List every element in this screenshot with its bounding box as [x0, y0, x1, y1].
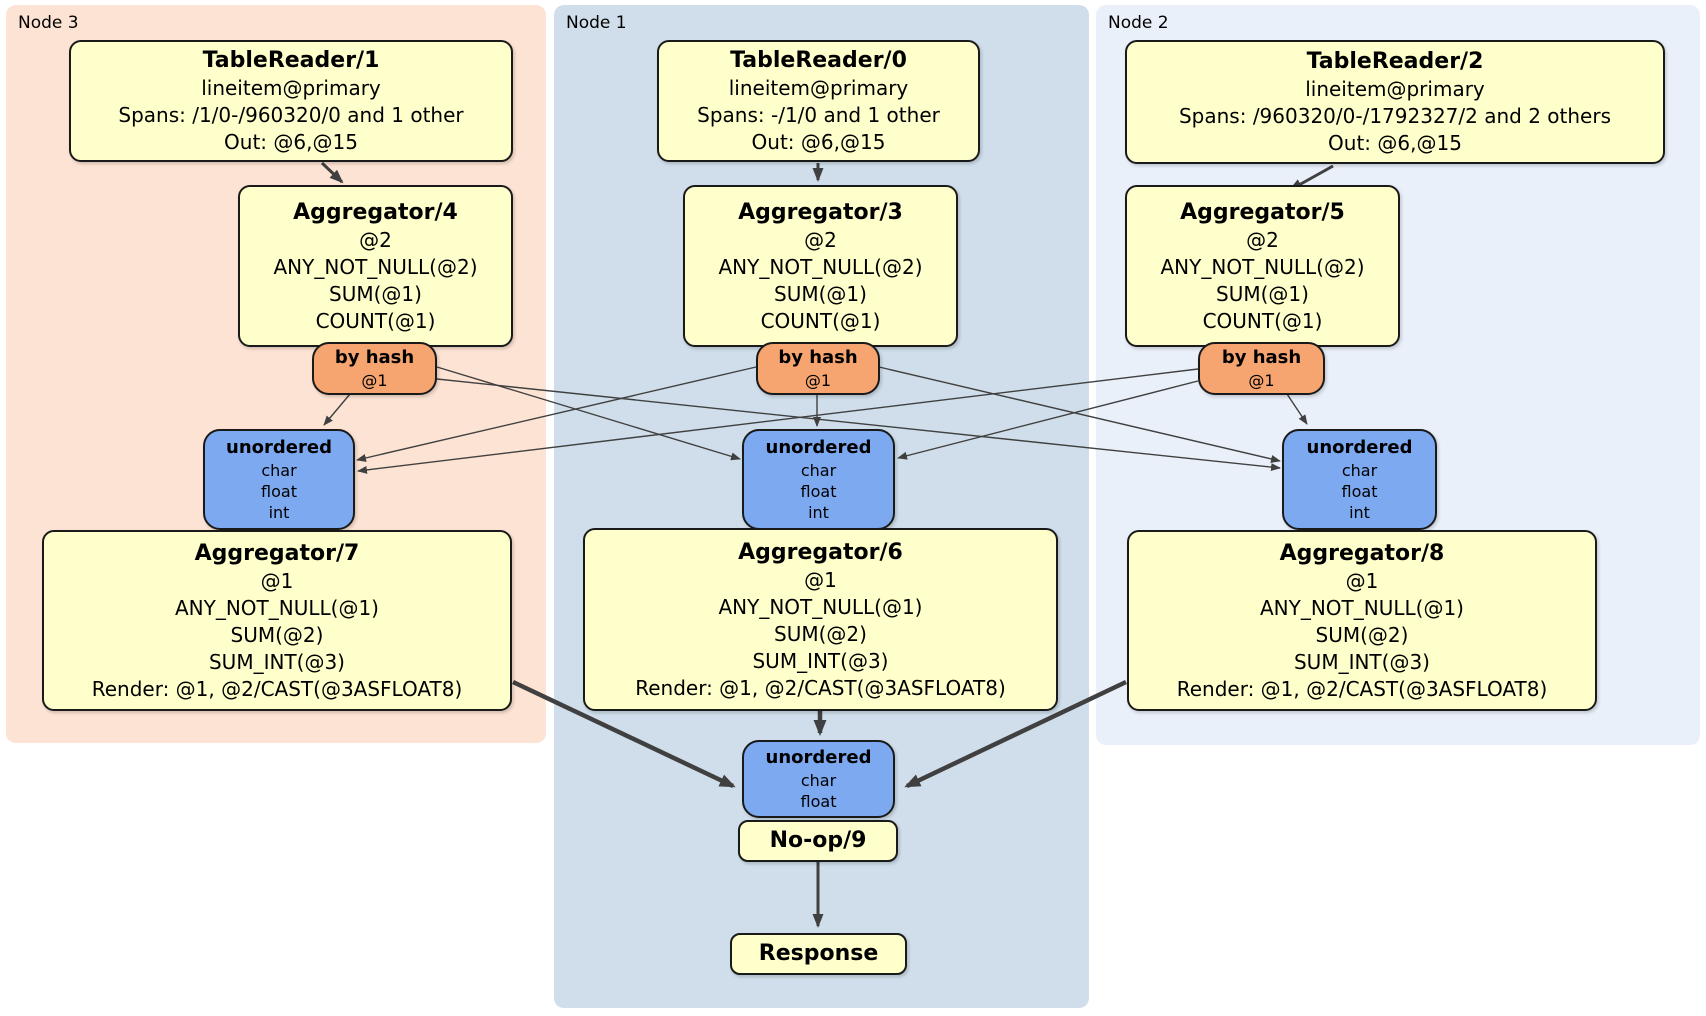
response-title: Response: [758, 941, 879, 966]
aggregator-6-title: Aggregator/6: [738, 539, 903, 565]
node-1-label: Node 1: [566, 13, 627, 33]
aggregator-7-title: Aggregator/7: [194, 540, 360, 566]
unordered-sync-node3-title: unordered: [226, 437, 332, 458]
edge-byhash1-unordered2: [878, 366, 1281, 463]
by-hash-router-node3-box: by hash @1: [312, 342, 437, 395]
by-hash-router-node1-title: by hash: [778, 347, 858, 368]
by-hash-router-node2-title: by hash: [1221, 347, 1302, 368]
edge-aggregator8-final-unordered: [904, 679, 1127, 789]
aggregator-4-title: Aggregator/4: [293, 199, 458, 225]
aggregator-5-title: Aggregator/5: [1180, 199, 1345, 225]
unordered-sync-node1-title: unordered: [765, 437, 872, 458]
edge-byhash2-unordered3: [357, 368, 1199, 474]
table-reader-0-title: TableReader/0: [730, 48, 907, 73]
aggregator-8-title: Aggregator/8: [1279, 540, 1445, 566]
by-hash-router-node2-box: by hash @1: [1198, 342, 1325, 395]
node-2-label: Node 2: [1108, 13, 1169, 33]
edge-tablereader1-aggregator4: [320, 161, 344, 184]
edge-byhash2-unordered2: [1286, 393, 1308, 425]
edge-aggregator7-final-unordered: [512, 679, 736, 789]
no-op-title: No-op/9: [769, 828, 867, 853]
edge-byhash3-unordered2: [436, 378, 1281, 472]
edge-byhash1-unordered3: [356, 366, 757, 462]
response-box: Response: [730, 933, 907, 975]
edge-byhash3-unordered3: [323, 393, 351, 426]
by-hash-router-node3-details: @1: [361, 371, 388, 390]
aggregator-3-title: Aggregator/3: [738, 199, 903, 225]
by-hash-router-node1-box: by hash @1: [756, 342, 880, 395]
by-hash-router-node3-title: by hash: [334, 347, 415, 368]
by-hash-router-node2-details: @1: [1248, 371, 1275, 390]
table-reader-1-title: TableReader/1: [202, 48, 380, 73]
unordered-sync-node2-title: unordered: [1306, 437, 1413, 458]
table-reader-2-title: TableReader/2: [1306, 49, 1484, 74]
node-3-label: Node 3: [18, 13, 79, 33]
no-op-box: No-op/9: [738, 820, 898, 862]
by-hash-router-node1-details: @1: [804, 371, 832, 390]
edge-byhash2-unordered1: [897, 380, 1199, 460]
final-unordered-sync-title: unordered: [765, 747, 872, 768]
edge-byhash3-unordered1: [436, 366, 741, 461]
